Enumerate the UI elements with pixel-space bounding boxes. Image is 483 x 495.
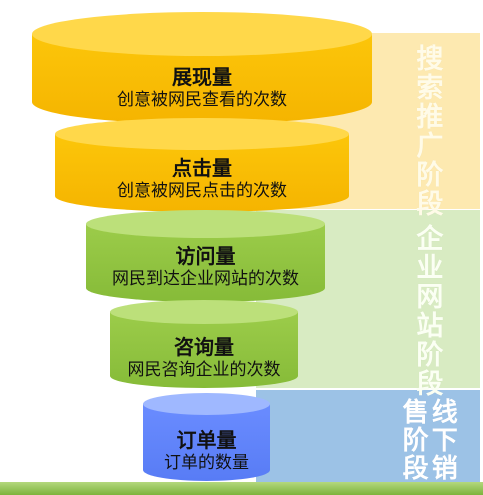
stage-cylinder (110, 300, 298, 388)
funnel-stage-clicks: 点击量 创意被网民点击的次数 (55, 116, 349, 216)
funnel-stage-orders: 订单量 订单的数量 (143, 392, 270, 484)
stage-cylinder (86, 210, 325, 302)
stage-desc: 网民咨询企业的次数 (127, 360, 281, 380)
stage-title: 展现量 (172, 65, 232, 89)
phase-label-offline: 线下销售阶段 (398, 398, 458, 482)
stage-desc: 网民到达企业网站的次数 (112, 269, 299, 289)
stage-title: 咨询量 (174, 335, 234, 359)
stage-title: 访问量 (175, 244, 236, 268)
funnel-stage-inquiries: 咨询量 网民咨询企业的次数 (110, 298, 298, 394)
bottom-bar (0, 482, 483, 495)
stage-desc: 创意被网民点击的次数 (117, 181, 287, 201)
phase-label-search: 搜索推广阶段 (411, 44, 443, 218)
stage-cylinder (143, 393, 270, 481)
phase-label-site: 企业网站阶段 (411, 224, 443, 398)
phase-band-offline (256, 390, 480, 482)
stage-cylinder (55, 118, 349, 212)
stage-title: 订单量 (176, 428, 237, 452)
funnel-stage-impressions: 展现量 创意被网民查看的次数 (32, 10, 372, 126)
stage-cylinder (32, 12, 372, 124)
stage-title: 点击量 (172, 156, 232, 180)
stage-desc: 订单的数量 (164, 453, 249, 473)
stage-desc: 创意被网民查看的次数 (117, 90, 287, 110)
funnel-stage-visits: 访问量 网民到达企业网站的次数 (86, 208, 325, 306)
